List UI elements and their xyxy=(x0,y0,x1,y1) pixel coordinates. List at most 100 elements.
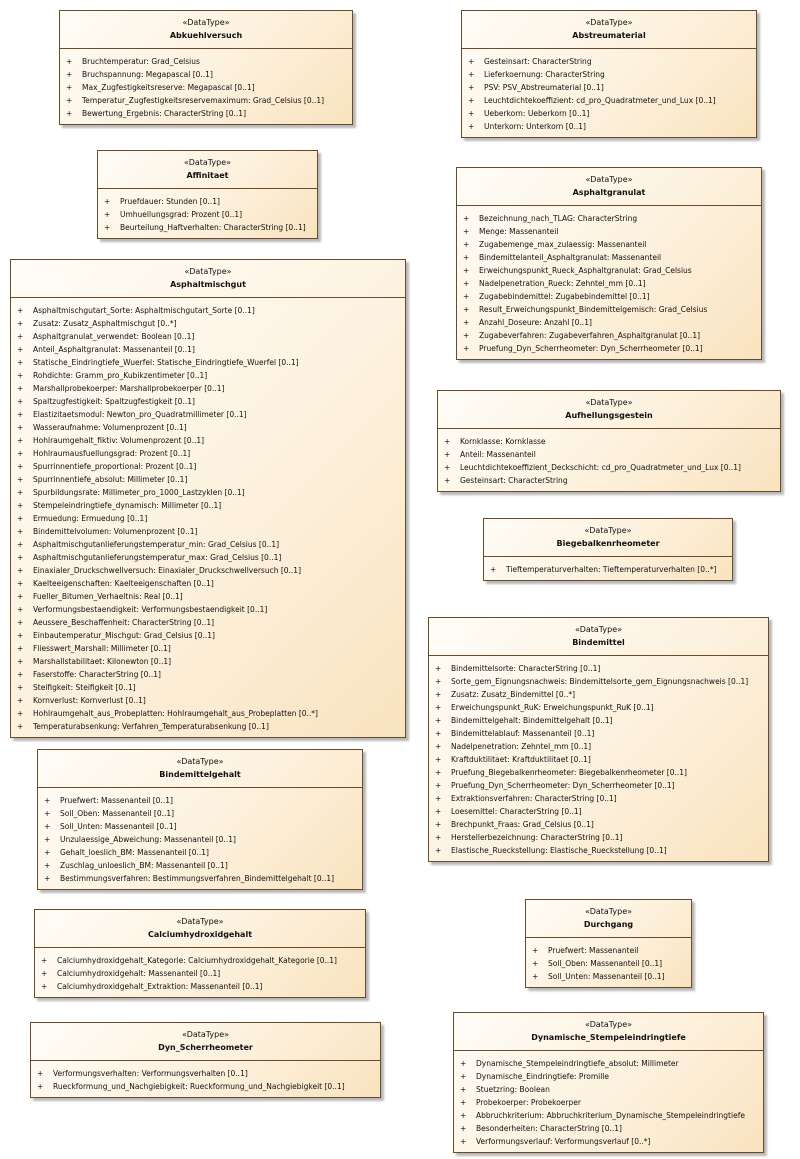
attribute-row: +Gehalt_loeslich_BM: Massenanteil [0..1] xyxy=(38,846,362,859)
attribute-row: +Abbruchkriterium: Abbruchkriterium_Dyna… xyxy=(454,1109,763,1122)
attribute-row: +Zugabeverfahren: Zugabeverfahren_Asphal… xyxy=(457,329,761,342)
attribute-text: Soll_Unten: Massenanteil [0..1] xyxy=(60,822,177,831)
attribute-text: Bewertung_Ergebnis: CharacterString [0..… xyxy=(82,109,246,118)
class-box-asphaltmischgut[interactable]: «DataType»Asphaltmischgut+Asphaltmischgu… xyxy=(10,259,406,738)
class-box-dynamische-stempeleindringtiefe[interactable]: «DataType»Dynamische_Stempeleindringtief… xyxy=(453,1012,764,1153)
attribute-row: +Spurrinnentiefe_proportional: Prozent [… xyxy=(11,460,405,473)
attribute-row: +Menge: Massenanteil xyxy=(457,225,761,238)
class-box-biegebalkenrheometer[interactable]: «DataType»Biegebalkenrheometer+Tieftempe… xyxy=(483,518,733,581)
attribute-row: +Max_Zugfestigkeitsreserve: Megapascal [… xyxy=(60,81,352,94)
class-box-calciumhydroxidgehalt[interactable]: «DataType»Calciumhydroxidgehalt+Calciumh… xyxy=(34,909,366,998)
attribute-row: +Temperaturabsenkung: Verfahren_Temperat… xyxy=(11,720,405,733)
public-visibility-marker: + xyxy=(66,70,73,79)
public-visibility-marker: + xyxy=(532,946,539,955)
class-header: «DataType»Affinitaet xyxy=(98,151,317,189)
attribute-text: Umhuellungsgrad: Prozent [0..1] xyxy=(120,210,243,219)
attribute-text: Abbruchkriterium: Abbruchkriterium_Dynam… xyxy=(476,1111,745,1120)
attribute-text: Loesemittel: CharacterString [0..1] xyxy=(451,807,582,816)
attribute-text: Soll_Oben: Massenanteil [0..1] xyxy=(548,959,663,968)
attribute-row: +Dynamische_Eindringtiefe: Promille xyxy=(454,1070,763,1083)
attribute-text: Max_Zugfestigkeitsreserve: Megapascal [0… xyxy=(82,83,255,92)
attribute-row: +Zugabebindemittel: Zugabebindemittel [0… xyxy=(457,290,761,303)
class-box-aufhellungsgestein[interactable]: «DataType»Aufhellungsgestein+Kornklasse:… xyxy=(437,390,781,492)
public-visibility-marker: + xyxy=(17,631,24,640)
public-visibility-marker: + xyxy=(17,566,24,575)
attribute-list: + Pruefwert: Massenanteil + Soll_Oben: Mass… xyxy=(526,938,691,987)
stereotype-label: «DataType» xyxy=(574,625,623,634)
attribute-text: Lieferkoernung: CharacterString xyxy=(484,70,605,79)
class-box-dyn-scherrheometer[interactable]: «DataType»Dyn_Scherrheometer +Verformungs… xyxy=(30,1022,381,1098)
public-visibility-marker: + xyxy=(17,709,24,718)
public-visibility-marker: + xyxy=(463,214,470,223)
attribute-text: Bezeichnung_nach_TLAG: CharacterString xyxy=(479,214,638,223)
attribute-row: +Rohdichte: Gramm_pro_Kubikzentimeter [0… xyxy=(11,369,405,382)
public-visibility-marker: + xyxy=(468,96,475,105)
attribute-list: +Pruefdauer: Stunden [0..1]+ Umhuellungsg… xyxy=(98,189,317,238)
attribute-text: Marshallprobekoerper: Marshallprobekoerp… xyxy=(33,384,225,393)
attribute-text: Pruefwert: Massenanteil xyxy=(548,946,639,955)
attribute-text: Leuchtdichtekoeffizient: cd_pro_Quadratm… xyxy=(484,96,716,105)
public-visibility-marker: + xyxy=(17,306,24,315)
attribute-text: Bindemittelgehalt: Bindemittelgehalt [0.… xyxy=(451,716,613,725)
attribute-row: +Bruchtemperatur: Grad_Celsius xyxy=(60,55,352,68)
class-box-asphaltgranulat[interactable]: «DataType»Asphaltgranulat+Bezeichnung_na… xyxy=(456,167,762,360)
class-box-abkuehlversuch[interactable]: «DataType»Abkuehlversuch+Bruchtemperatur… xyxy=(59,10,353,125)
attribute-text: Temperaturabsenkung: Verfahren_Temperatu… xyxy=(33,722,269,731)
attribute-row: +Wasseraufnahme: Volumenprozent [0..1] xyxy=(11,421,405,434)
attribute-row: +Rueckformung_und_Nachgiebigkeit: Rueckf… xyxy=(31,1080,380,1093)
attribute-row: +Spurbildungsrate: Millimeter_pro_1000_L… xyxy=(11,486,405,499)
public-visibility-marker: + xyxy=(17,462,24,471)
attribute-text: Spurbildungsrate: Millimeter_pro_1000_La… xyxy=(33,488,245,497)
attribute-text: Probekoerper: Probekoerper xyxy=(476,1098,581,1107)
stereotype-label: «DataType» xyxy=(585,398,633,407)
public-visibility-marker: + xyxy=(435,742,442,751)
class-box-abstreumaterial[interactable]: «DataType»Abstreumaterial+Gesteinsart: C… xyxy=(461,10,757,138)
class-box-durchgang[interactable]: «DataType»Durchgang+Pruefwert: Massenant… xyxy=(525,899,692,988)
attribute-list: +Pruefwert: Massenanteil [0..1]+Soll_Obe… xyxy=(38,788,362,889)
attribute-text: Zugabemenge_max_zulaessig: Massenanteil xyxy=(479,240,647,249)
class-name: Bindemittel xyxy=(572,638,625,647)
public-visibility-marker: + xyxy=(468,83,475,92)
attribute-row: +Stuetzring: Boolean xyxy=(454,1083,763,1096)
attribute-row: +Nadelpenetration: Zehntel_mm [0..1] xyxy=(429,740,768,753)
class-name: Abstreumaterial xyxy=(572,31,646,40)
public-visibility-marker: + xyxy=(435,807,442,816)
public-visibility-marker: + xyxy=(17,618,24,627)
attribute-row: +Hohlraumgehalt_fiktiv: Volumenprozent [… xyxy=(11,434,405,447)
public-visibility-marker: + xyxy=(444,463,451,472)
attribute-text: Anteil: Massenanteil xyxy=(460,450,536,459)
public-visibility-marker: + xyxy=(463,344,470,353)
class-box-affinitaet[interactable]: «DataType»Affinitaet+Pruefdauer: Stunden… xyxy=(97,150,318,239)
attribute-row: +Besonderheiten: CharacterString [0..1] xyxy=(454,1122,763,1135)
attribute-text: Bestimmungsverfahren: Bestimmungsverfahr… xyxy=(60,874,335,883)
public-visibility-marker: + xyxy=(66,57,73,66)
attribute-text: Kraftduktilitaet: Kraftduktilitaet [0..1… xyxy=(451,755,591,764)
class-header: «DataType»Dyn_Scherrheometer xyxy=(31,1023,380,1061)
public-visibility-marker: + xyxy=(17,397,24,406)
attribute-text: Kornverlust: Kornverlust [0..1] xyxy=(33,696,146,705)
public-visibility-marker: + xyxy=(44,822,51,831)
class-box-bindemittel[interactable]: «DataType»Bindemittel+Bindemittelsorte: … xyxy=(428,617,769,862)
attribute-text: Gesteinsart: CharacterString xyxy=(460,476,568,485)
attribute-row: +Zusatz: Zusatz_Bindemittel [0..*] xyxy=(429,688,768,701)
stereotype-label: «DataType» xyxy=(585,18,633,27)
class-name: Durchgang xyxy=(583,920,634,929)
class-box-bindemittelgehalt[interactable]: «DataType»Bindemittelgehalt+Pruefwert: M… xyxy=(37,749,363,890)
attribute-text: Leuchtdichtekoeffizient_Deckschicht: cd_… xyxy=(460,463,741,472)
attribute-text: Nadelpenetration_Rueck: Zehntel_mm [0..1… xyxy=(479,279,646,288)
public-visibility-marker: + xyxy=(41,956,48,965)
public-visibility-marker: + xyxy=(17,527,24,536)
attribute-text: Elastizitaetsmodul: Newton_pro_Quadratmi… xyxy=(33,410,247,419)
attribute-row: +Marshallstabilitaet: Kilonewton [0..1] xyxy=(11,655,405,668)
attribute-row: +Pruefdauer: Stunden [0..1] xyxy=(98,195,317,208)
attribute-text: Ueberkorn: Ueberkorn [0..1] xyxy=(484,109,590,118)
public-visibility-marker: + xyxy=(17,358,24,367)
attribute-list: +Bruchtemperatur: Grad_Celsius+Bruchspan… xyxy=(60,49,352,124)
public-visibility-marker: + xyxy=(104,197,111,206)
attribute-text: Gehalt_loeslich_BM: Massenanteil [0..1] xyxy=(60,848,209,857)
class-name: Asphaltmischgut xyxy=(170,280,246,289)
public-visibility-marker: + xyxy=(532,972,539,981)
attribute-row: +Soll_Oben: Massenanteil [0..1] xyxy=(38,807,362,820)
attribute-row: +Anteil_Asphaltgranulat: Massenanteil [0… xyxy=(11,343,405,356)
attribute-row: +Verformungsverhalten: Verformungsverhal… xyxy=(31,1067,380,1080)
